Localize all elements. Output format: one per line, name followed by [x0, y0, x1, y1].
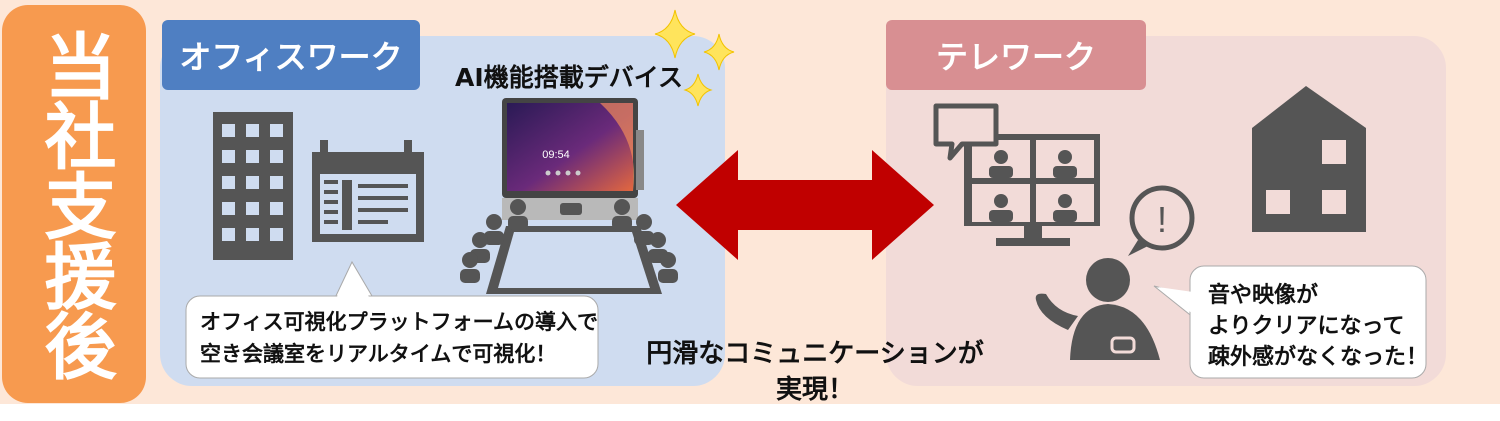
device-screen-time: 09:54 [542, 149, 570, 161]
ai-device-icon [502, 98, 644, 220]
meeting-table-icon [460, 199, 678, 294]
sparkle-icon [654, 9, 735, 107]
remote-worker-icon [1035, 185, 1195, 360]
office-building-icon [213, 112, 293, 260]
side-label: 当社支援後 [2, 5, 146, 403]
communication-caption-line: 実現！ [775, 375, 854, 405]
telework-speech-bubble [1153, 265, 1427, 379]
side-label-text: 当社支援後 [32, 29, 116, 379]
office-bubble-text: オフィス可視化プラットフォームの導入で 空き会議室をリアルタイムで可視化！ [200, 306, 598, 370]
telework-bubble-text: 音や映像が よりクリアになって 疎外感がなくなった！ [1208, 280, 1428, 373]
ai-device-title: AI機能搭載デバイス [455, 63, 683, 92]
telework-bubble-line: 音や映像が [1208, 283, 1319, 308]
schedule-board-icon [312, 140, 424, 242]
communication-caption: 円滑なコミュニケーションが 実現！ [640, 336, 990, 408]
office-speech-bubble [185, 260, 599, 379]
double-arrow-icon [676, 150, 934, 260]
office-bubble-line: オフィス可視化プラットフォームの導入で [200, 310, 598, 334]
office-bubble-line: 空き会議室をリアルタイムで可視化！ [200, 342, 557, 366]
house-icon [1252, 86, 1366, 232]
exclamation-mark: ! [1157, 199, 1167, 240]
video-conference-icon [933, 103, 1100, 246]
office-work-tab: オフィスワーク [162, 20, 420, 90]
telework-tab: テレワーク [886, 20, 1146, 90]
communication-caption-line: 円滑なコミュニケーションが [646, 339, 984, 369]
telework-bubble-line: 疎外感がなくなった！ [1208, 345, 1429, 370]
telework-bubble-line: よりクリアになって [1208, 314, 1405, 339]
